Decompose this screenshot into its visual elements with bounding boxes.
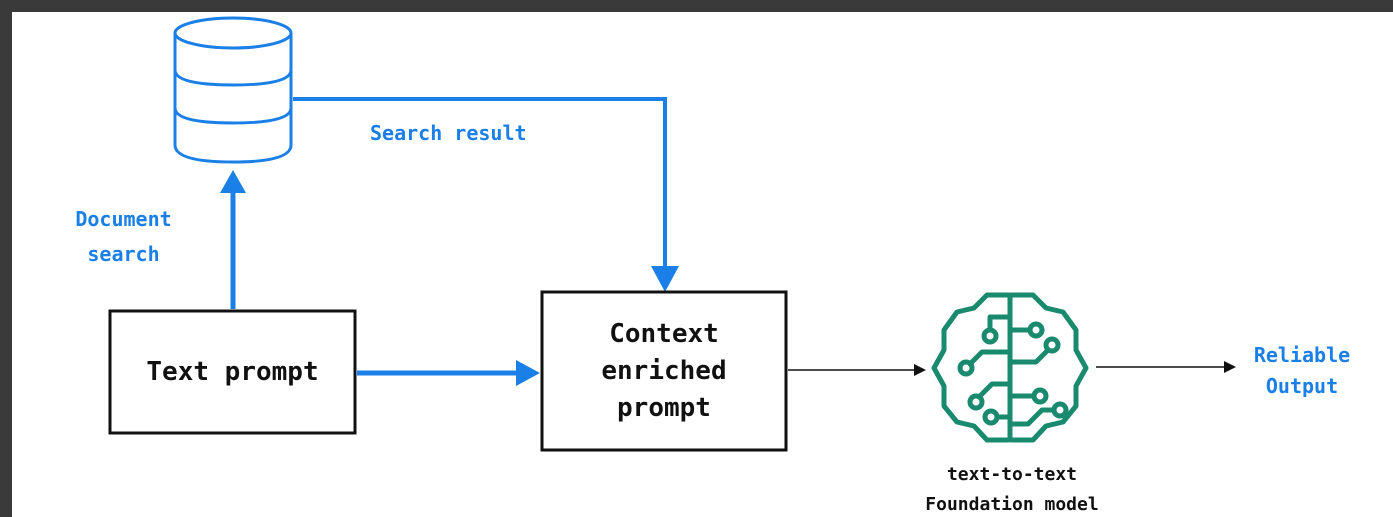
database-icon: [173, 16, 293, 164]
diagram-svg: [108, 16, 1236, 452]
context-prompt-box: [540, 290, 788, 452]
document-search-line-1: Document: [75, 207, 172, 231]
diagram-canvas: Document search Search result Text promp…: [12, 12, 1393, 517]
search-result-label: Search result: [370, 121, 527, 145]
reliable-output-line-2: Output: [1265, 374, 1339, 398]
text-prompt-box: [108, 309, 357, 435]
prompt-to-context-arrow: [357, 360, 540, 386]
model-caption-line-1: text-to-text: [946, 464, 1078, 485]
model-caption: text-to-text Foundation model: [892, 460, 1132, 517]
context-to-model-arrow: [788, 364, 926, 376]
model-caption-line-2: Foundation model: [925, 494, 1099, 515]
context-prompt-line-3: prompt: [617, 392, 711, 423]
search-result-arrow: [293, 97, 679, 292]
text-prompt-label: Text prompt: [146, 357, 319, 387]
context-prompt-line-1: Context: [609, 318, 719, 349]
document-search-arrow: [220, 170, 246, 309]
context-prompt-line-2: enriched: [601, 355, 727, 386]
context-prompt-label: Context enriched prompt: [542, 292, 786, 450]
reliable-output-label: Reliable Output: [1242, 340, 1362, 402]
model-to-output-arrow: [1096, 361, 1236, 373]
brain-circuit-icon: [931, 292, 1089, 443]
document-search-line-2: search: [87, 242, 160, 266]
document-search-label: Document search: [56, 202, 191, 272]
reliable-output-line-1: Reliable: [1253, 343, 1351, 367]
